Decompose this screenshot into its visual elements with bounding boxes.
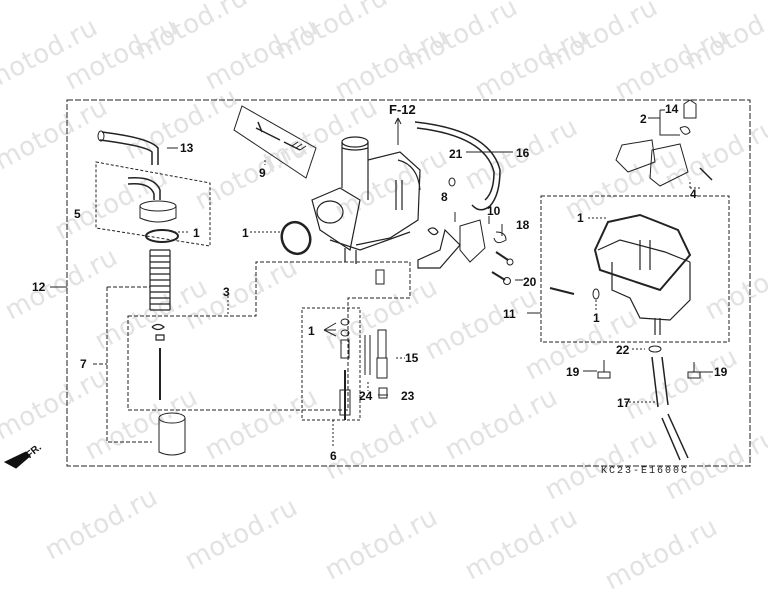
part-spring <box>149 249 171 311</box>
callout-17: 17 <box>617 396 631 410</box>
part-1-washer <box>340 318 350 326</box>
callout-4: 4 <box>690 187 697 201</box>
callout-1: 1 <box>308 324 315 338</box>
callout-6: 6 <box>330 449 337 463</box>
callout-19: 19 <box>714 365 728 379</box>
part-15-needle-jet <box>377 329 387 359</box>
group-box-11 <box>540 195 730 343</box>
callout-18: 18 <box>516 218 530 232</box>
part-4-float <box>615 139 689 187</box>
part-17-drain-tube <box>651 356 689 461</box>
part-18-screw <box>495 251 509 261</box>
part-16-fuel-tube <box>414 121 501 211</box>
callout-23: 23 <box>401 389 415 403</box>
group-box-9 <box>233 105 317 179</box>
part-13-elbow-pipe <box>99 131 159 165</box>
callout-21: 21 <box>449 147 463 161</box>
part-22-clip <box>648 345 662 353</box>
callout-1: 1 <box>593 311 600 325</box>
callout-16: 16 <box>516 146 530 160</box>
part-20-screw <box>491 271 506 281</box>
group-box-5 <box>95 161 211 247</box>
part-19-screw-right <box>687 362 701 379</box>
callout-13: 13 <box>180 141 194 155</box>
group-box-3 <box>127 261 411 411</box>
part-3-jet <box>375 269 385 285</box>
callout-8: 8 <box>441 190 448 204</box>
callout-9: 9 <box>259 166 266 180</box>
part-10-bracket <box>459 219 507 263</box>
part-14-float-valve <box>683 99 697 119</box>
callout-10: 10 <box>487 204 501 218</box>
callout-22: 22 <box>616 343 630 357</box>
part-11-float-chamber <box>593 213 692 335</box>
part-carburetor-body <box>311 136 421 264</box>
figure-reference: F-12 <box>389 102 416 117</box>
part-1-o-ring <box>280 220 312 256</box>
callout-2: 2 <box>640 112 647 126</box>
part-24-jet <box>364 335 371 375</box>
part-23-main-jet <box>378 387 388 399</box>
bracket-7 <box>93 286 152 443</box>
callout-15: 15 <box>405 351 419 365</box>
part-float-screw <box>549 287 575 295</box>
callout-7: 7 <box>80 357 87 371</box>
callout-11: 11 <box>503 307 516 321</box>
part-8-choke-lever <box>417 227 461 269</box>
catalog-code: KC23-E1600C <box>601 466 690 477</box>
diagram-frame <box>66 99 751 467</box>
callout-20: 20 <box>523 275 537 289</box>
callout-19: 19 <box>566 365 580 379</box>
part-7-throttle-valve <box>158 412 186 424</box>
callout-1: 1 <box>577 211 584 225</box>
callout-1: 1 <box>242 226 249 240</box>
part-21-clip <box>448 177 456 187</box>
part-needle-clip <box>151 323 165 341</box>
part-1-gasket <box>145 229 179 243</box>
callout-24: 24 <box>359 389 373 403</box>
part-19-screw-left <box>597 360 611 379</box>
parts-diagram <box>3 99 751 469</box>
callout-1: 1 <box>193 226 200 240</box>
callout-5: 5 <box>74 207 81 221</box>
callout-12: 12 <box>32 280 46 294</box>
front-arrow-icon <box>3 451 31 469</box>
part-5-fuel-cap <box>127 177 161 200</box>
callout-3: 3 <box>223 285 230 299</box>
callout-14: 14 <box>665 102 679 116</box>
